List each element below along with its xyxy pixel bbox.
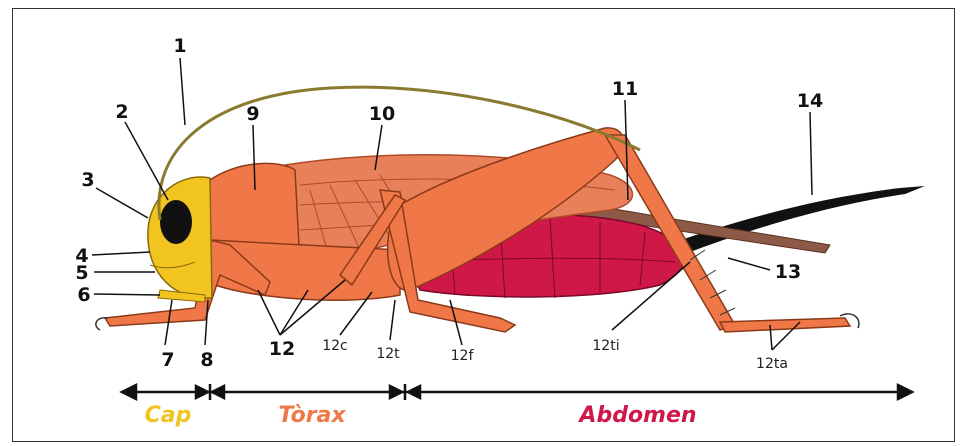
label-12t: 12t bbox=[376, 346, 400, 362]
label-12ti: 12ti bbox=[592, 338, 619, 354]
region-cap: Cap bbox=[145, 403, 192, 428]
label-12f: 12f bbox=[451, 348, 475, 364]
region-abdomen: Abdomen bbox=[577, 403, 696, 428]
label-14: 14 bbox=[797, 90, 823, 112]
label-12ta: 12ta bbox=[756, 356, 788, 372]
label-5: 5 bbox=[75, 262, 88, 284]
hind-tarsus bbox=[720, 318, 850, 332]
label-12: 12 bbox=[269, 338, 295, 360]
label-10: 10 bbox=[369, 103, 395, 125]
label-3: 3 bbox=[81, 169, 94, 191]
region-arrows bbox=[122, 384, 912, 400]
label-2: 2 bbox=[115, 101, 128, 123]
label-8: 8 bbox=[200, 349, 213, 371]
label-13: 13 bbox=[775, 261, 801, 283]
label-7: 7 bbox=[161, 349, 174, 371]
label-9: 9 bbox=[246, 103, 259, 125]
compound-eye bbox=[160, 200, 192, 244]
region-torax: Tòrax bbox=[278, 403, 346, 428]
label-11: 11 bbox=[612, 78, 638, 100]
label-6: 6 bbox=[77, 284, 90, 306]
label-12c: 12c bbox=[322, 338, 348, 354]
label-1: 1 bbox=[173, 35, 186, 57]
